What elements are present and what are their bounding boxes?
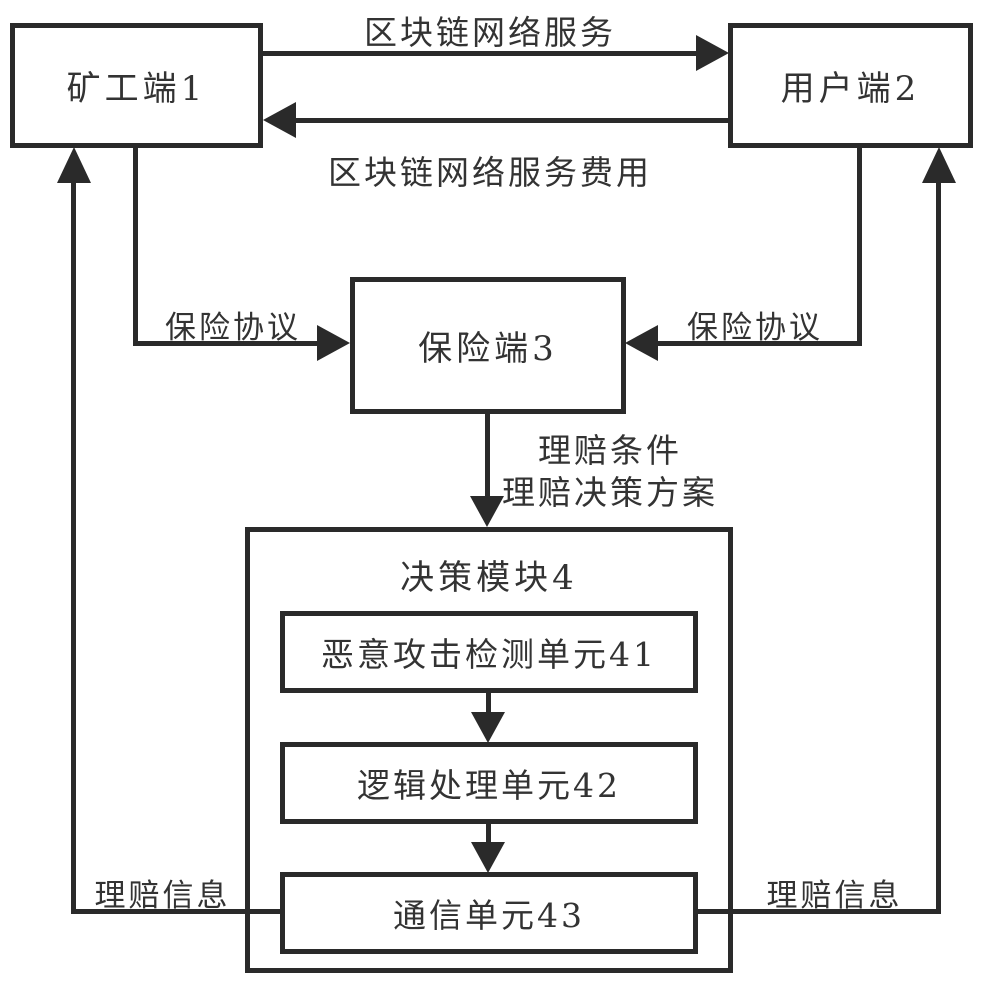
edge-claim-info-left-vline <box>71 180 76 914</box>
edge-claim-info-right-hline <box>697 909 941 914</box>
edge-insurance-left-hline <box>133 341 318 346</box>
edge-claim-info-right-vline <box>936 180 941 914</box>
node-miner-label: 矿工端1 <box>66 69 207 109</box>
node-user-label: 用户端2 <box>780 69 921 109</box>
edge-claim-terms-label-line2: 理赔决策方案 <box>502 473 718 512</box>
edge-service-label: 区块链网络服务 <box>364 13 616 52</box>
edge-service-fee-line <box>294 118 728 123</box>
edge-insurance-left-label: 保险协议 <box>165 310 301 346</box>
edge-claim-info-right-arrowhead-icon <box>922 147 956 183</box>
edge-unit41-unit42-vline <box>486 693 491 715</box>
node-insurance-label: 保险端3 <box>418 329 558 369</box>
edge-claim-info-left-hline <box>71 909 281 914</box>
edge-insurance-left-arrowhead-icon <box>317 325 350 361</box>
edge-insurance-right-hline <box>658 341 862 346</box>
edge-claim-terms-arrowhead-icon <box>470 496 504 527</box>
edge-insurance-right-arrowhead-icon <box>625 325 658 361</box>
node-unit42: 逻辑处理单元42 <box>280 742 698 824</box>
edge-claim-terms-label: 理赔条件 理赔决策方案 <box>465 430 755 514</box>
edge-insurance-right-vline <box>857 147 862 346</box>
node-unit43: 通信单元43 <box>280 872 698 954</box>
edge-claim-info-left-label: 理赔信息 <box>94 878 231 914</box>
edge-unit42-unit43-arrowhead-icon <box>471 842 505 873</box>
edge-service-arrowhead-icon <box>696 35 729 71</box>
node-unit42-label: 逻辑处理单元42 <box>357 766 621 805</box>
edge-claim-info-left-arrowhead-icon <box>57 147 91 183</box>
edge-claim-terms-label-line1: 理赔条件 <box>538 431 682 470</box>
node-decision-module-label: 决策模块4 <box>400 558 578 598</box>
edge-insurance-left-vline <box>133 147 138 346</box>
edge-service-line <box>263 51 697 56</box>
node-unit41: 恶意攻击检测单元41 <box>280 611 698 693</box>
node-user: 用户端2 <box>728 23 973 148</box>
edge-unit42-unit43-vline <box>486 824 491 844</box>
edge-service-fee-label: 区块链网络服务费用 <box>328 153 652 192</box>
edge-unit41-unit42-arrowhead-icon <box>471 712 505 743</box>
node-unit41-label: 恶意攻击检测单元41 <box>321 635 657 674</box>
edge-insurance-right-label: 保险协议 <box>687 310 823 346</box>
node-unit43-label: 通信单元43 <box>393 896 585 935</box>
edge-claim-terms-vline <box>485 413 490 498</box>
edge-claim-info-right-label: 理赔信息 <box>766 878 903 914</box>
node-miner: 矿工端1 <box>10 23 263 148</box>
edge-service-fee-arrowhead-icon <box>263 102 296 138</box>
node-insurance: 保险端3 <box>350 277 626 414</box>
